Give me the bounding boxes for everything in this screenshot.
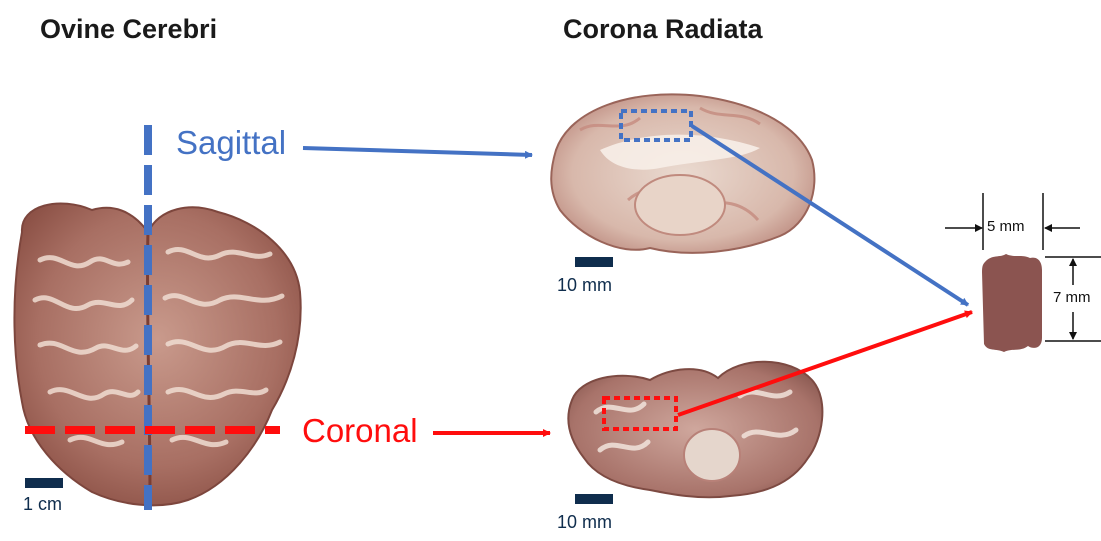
coronal-label: Coronal (302, 412, 418, 450)
coronal-to-sample-arrow (678, 312, 972, 415)
sagittal-arrow (303, 148, 532, 155)
sample-width-label: 5 mm (987, 218, 1025, 235)
scale-label-cerebrum: 1 cm (23, 494, 62, 515)
cerebrum-image (14, 203, 300, 505)
sagittal-label: Sagittal (176, 124, 286, 162)
sagittal-slice-image (551, 94, 814, 253)
scale-label-coronal: 10 mm (557, 512, 612, 533)
scale-bar-coronal (575, 494, 613, 504)
scale-bar-sagittal (575, 257, 613, 267)
sample-height-label: 7 mm (1053, 289, 1091, 306)
sample-block (982, 254, 1042, 352)
scale-label-sagittal: 10 mm (557, 275, 612, 296)
scale-bar-cerebrum (25, 478, 63, 488)
